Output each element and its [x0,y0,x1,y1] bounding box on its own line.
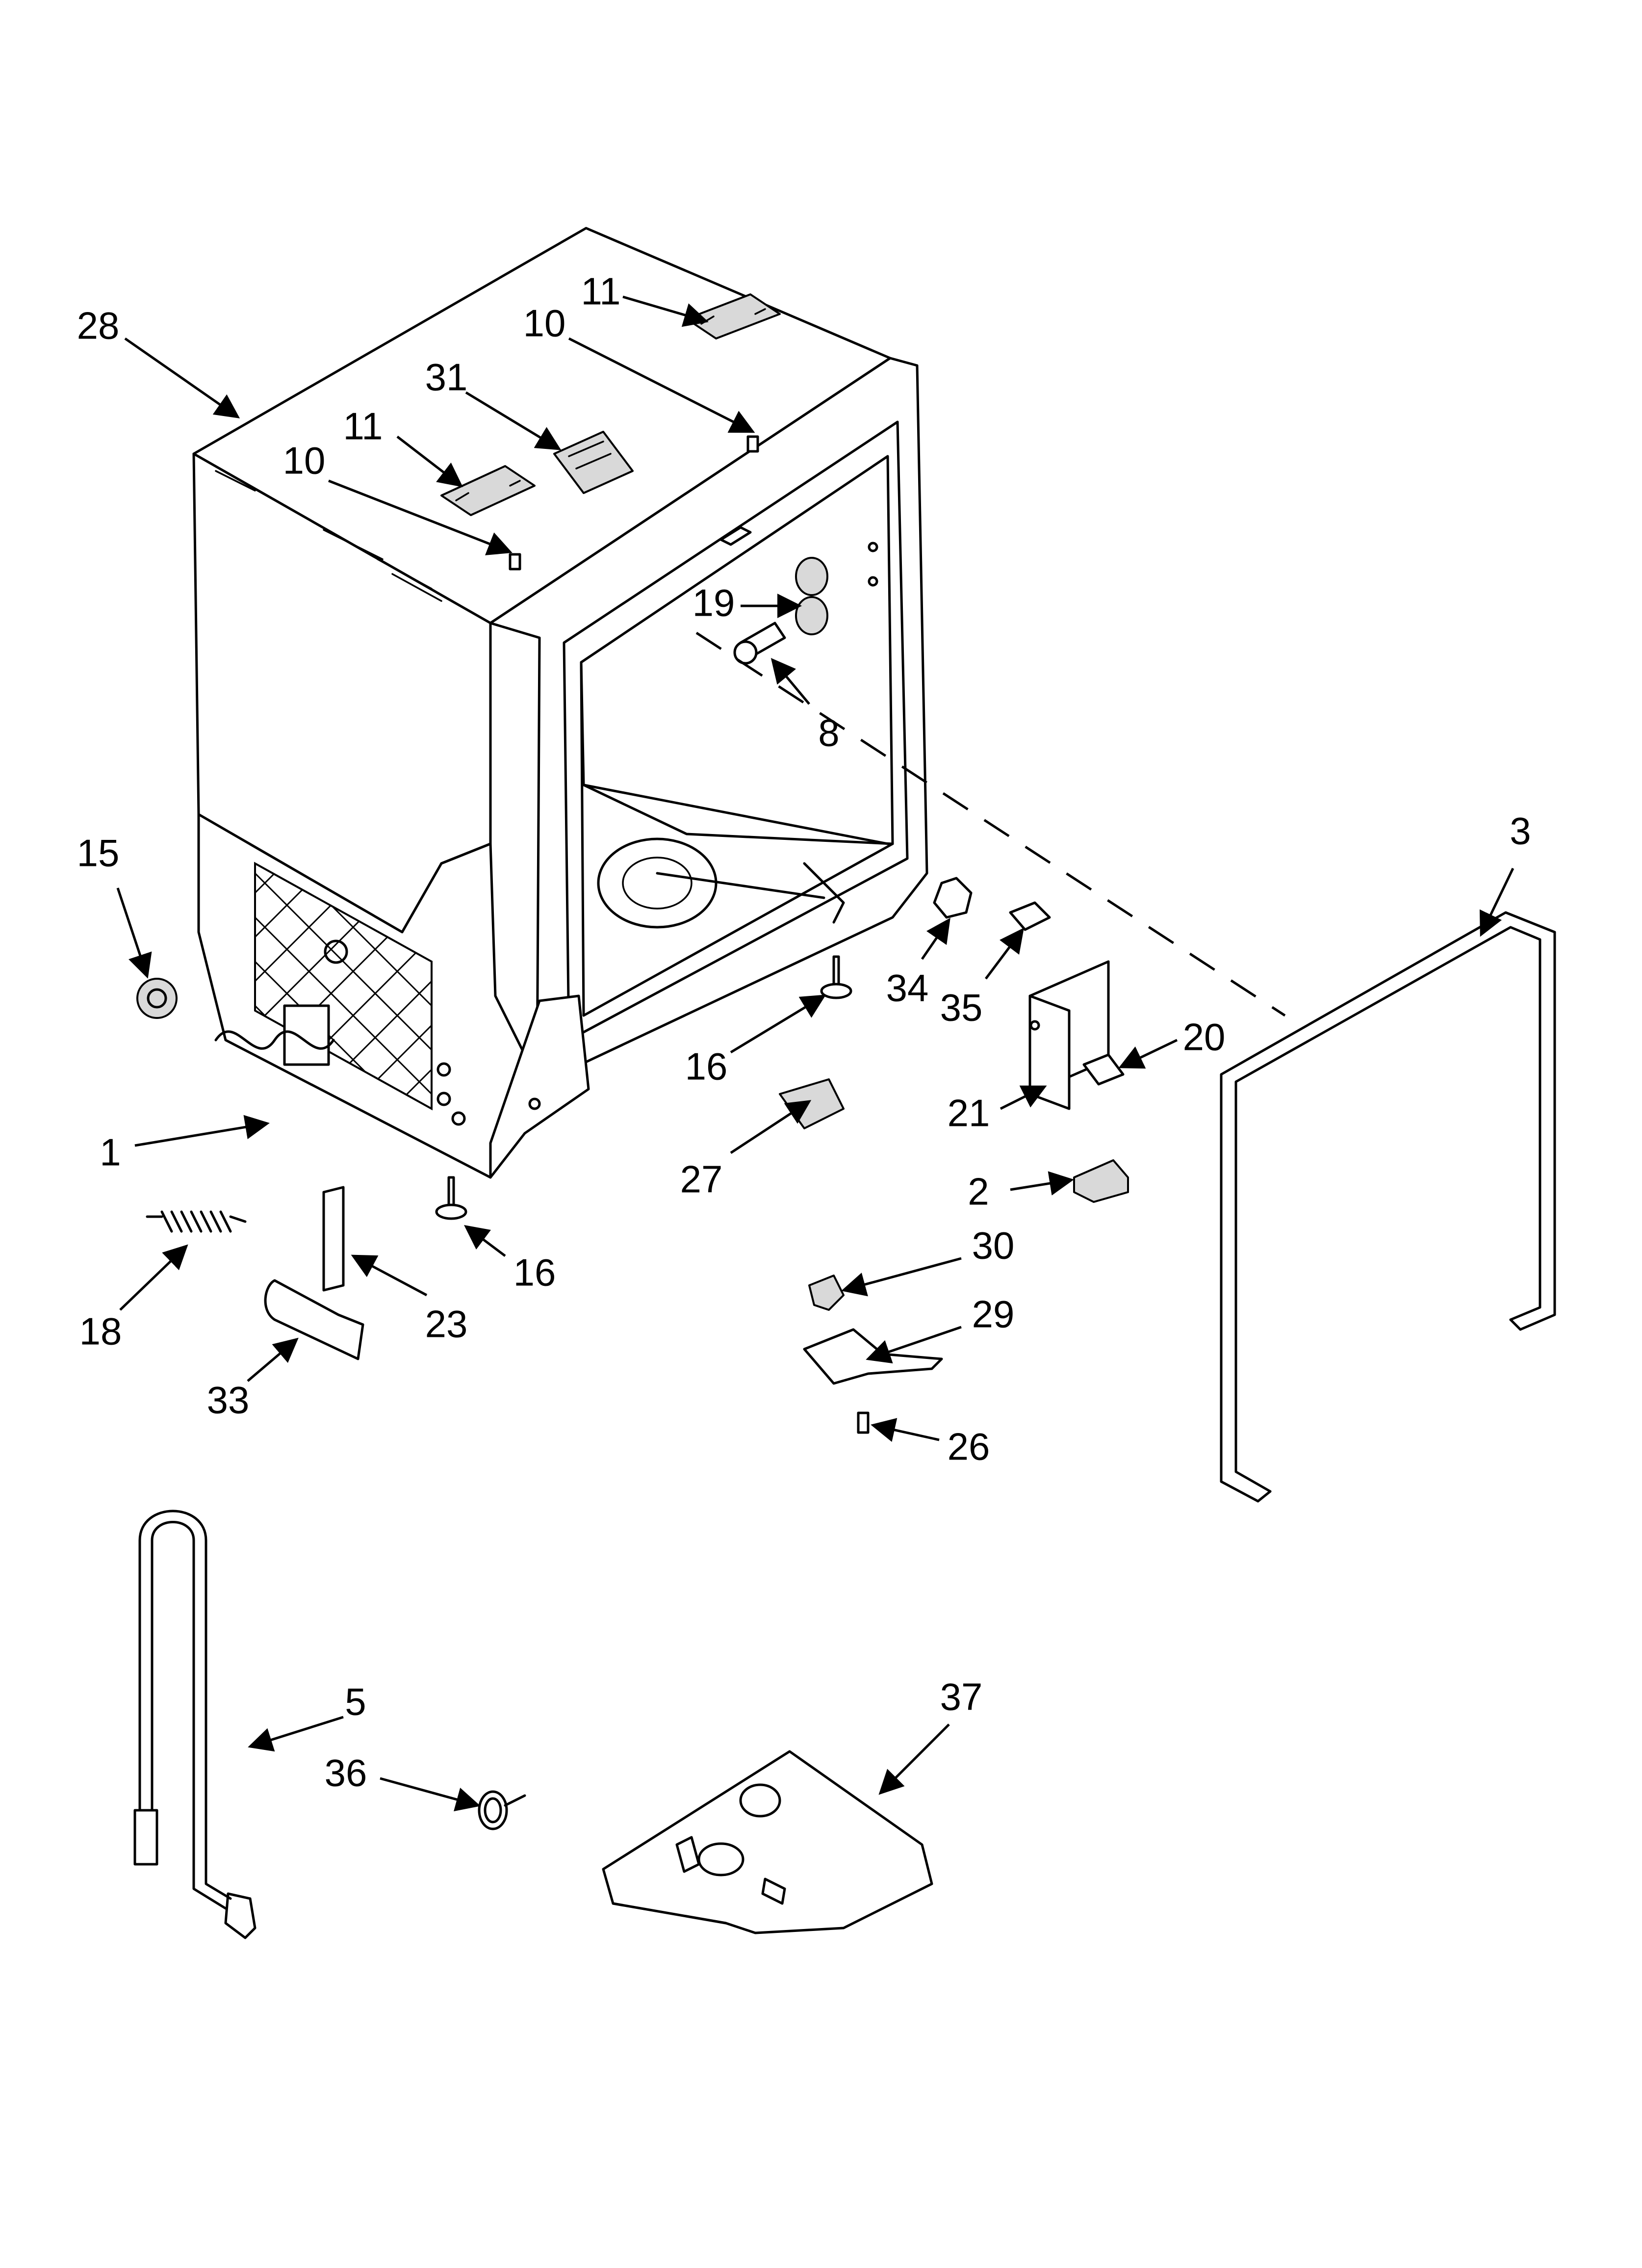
callout-18: 18 [79,1310,122,1353]
clip-27 [779,1078,845,1129]
callout-37: 37 [940,1675,983,1719]
strip-23 [322,1186,345,1292]
callout-16-right: 16 [685,1045,728,1088]
screw-26 [857,1411,870,1434]
hinge-bracket-11-left [440,465,536,516]
callout-10-top: 10 [523,302,566,345]
callout-16-left: 16 [513,1251,556,1294]
callout-21: 21 [948,1092,990,1135]
callout-28: 28 [77,304,120,347]
screw-10-left [509,553,521,571]
callout-33: 33 [207,1379,250,1422]
screw-8 [733,622,786,665]
callout-labels: 28 11 10 31 11 10 19 8 3 15 34 35 16 20 … [77,270,1531,1795]
callout-30: 30 [972,1224,1015,1267]
tube-5 [133,1510,257,1939]
screw-10-right [746,435,759,453]
callout-11-left: 11 [343,405,383,448]
clamp-36 [478,1790,526,1830]
callout-23: 23 [425,1303,468,1346]
screw-20 [1082,1053,1125,1086]
callout-35: 35 [940,986,983,1029]
spring-18 [146,1210,247,1233]
cover-33 [264,1279,364,1360]
parts-bag-37 [602,1750,933,1934]
callout-3: 3 [1510,809,1531,853]
alignment-dashline [695,631,1286,1017]
door-gasket-3 [1220,911,1556,1503]
leveling-leg-16-upper [820,955,852,999]
plug-15 [136,978,178,1019]
clip-30 [808,1275,845,1311]
callout-5: 5 [345,1680,366,1723]
callout-36: 36 [325,1751,367,1795]
callout-31: 31 [425,356,468,399]
bracket-21 [1028,960,1110,1110]
callout-19: 19 [693,581,735,625]
callout-34: 34 [886,966,929,1010]
callout-29: 29 [972,1293,1015,1336]
strike-plate-31 [553,431,634,494]
callout-8: 8 [818,711,839,755]
callout-27: 27 [680,1158,723,1201]
nut-34 [933,877,973,919]
callout-26: 26 [948,1425,990,1468]
callout-10-left: 10 [283,439,326,482]
screw-35 [1009,901,1051,931]
callout-2: 2 [968,1170,989,1213]
tub-assembly [192,227,928,1179]
leveling-leg-16-lower [435,1176,467,1220]
rack-roller-19 [795,542,878,635]
callout-15: 15 [77,832,120,875]
leader-lines [116,295,1514,1812]
callout-20: 20 [1183,1016,1226,1059]
clip-2 [1073,1159,1129,1203]
callout-1: 1 [100,1131,121,1174]
callout-11-top: 11 [581,270,621,313]
